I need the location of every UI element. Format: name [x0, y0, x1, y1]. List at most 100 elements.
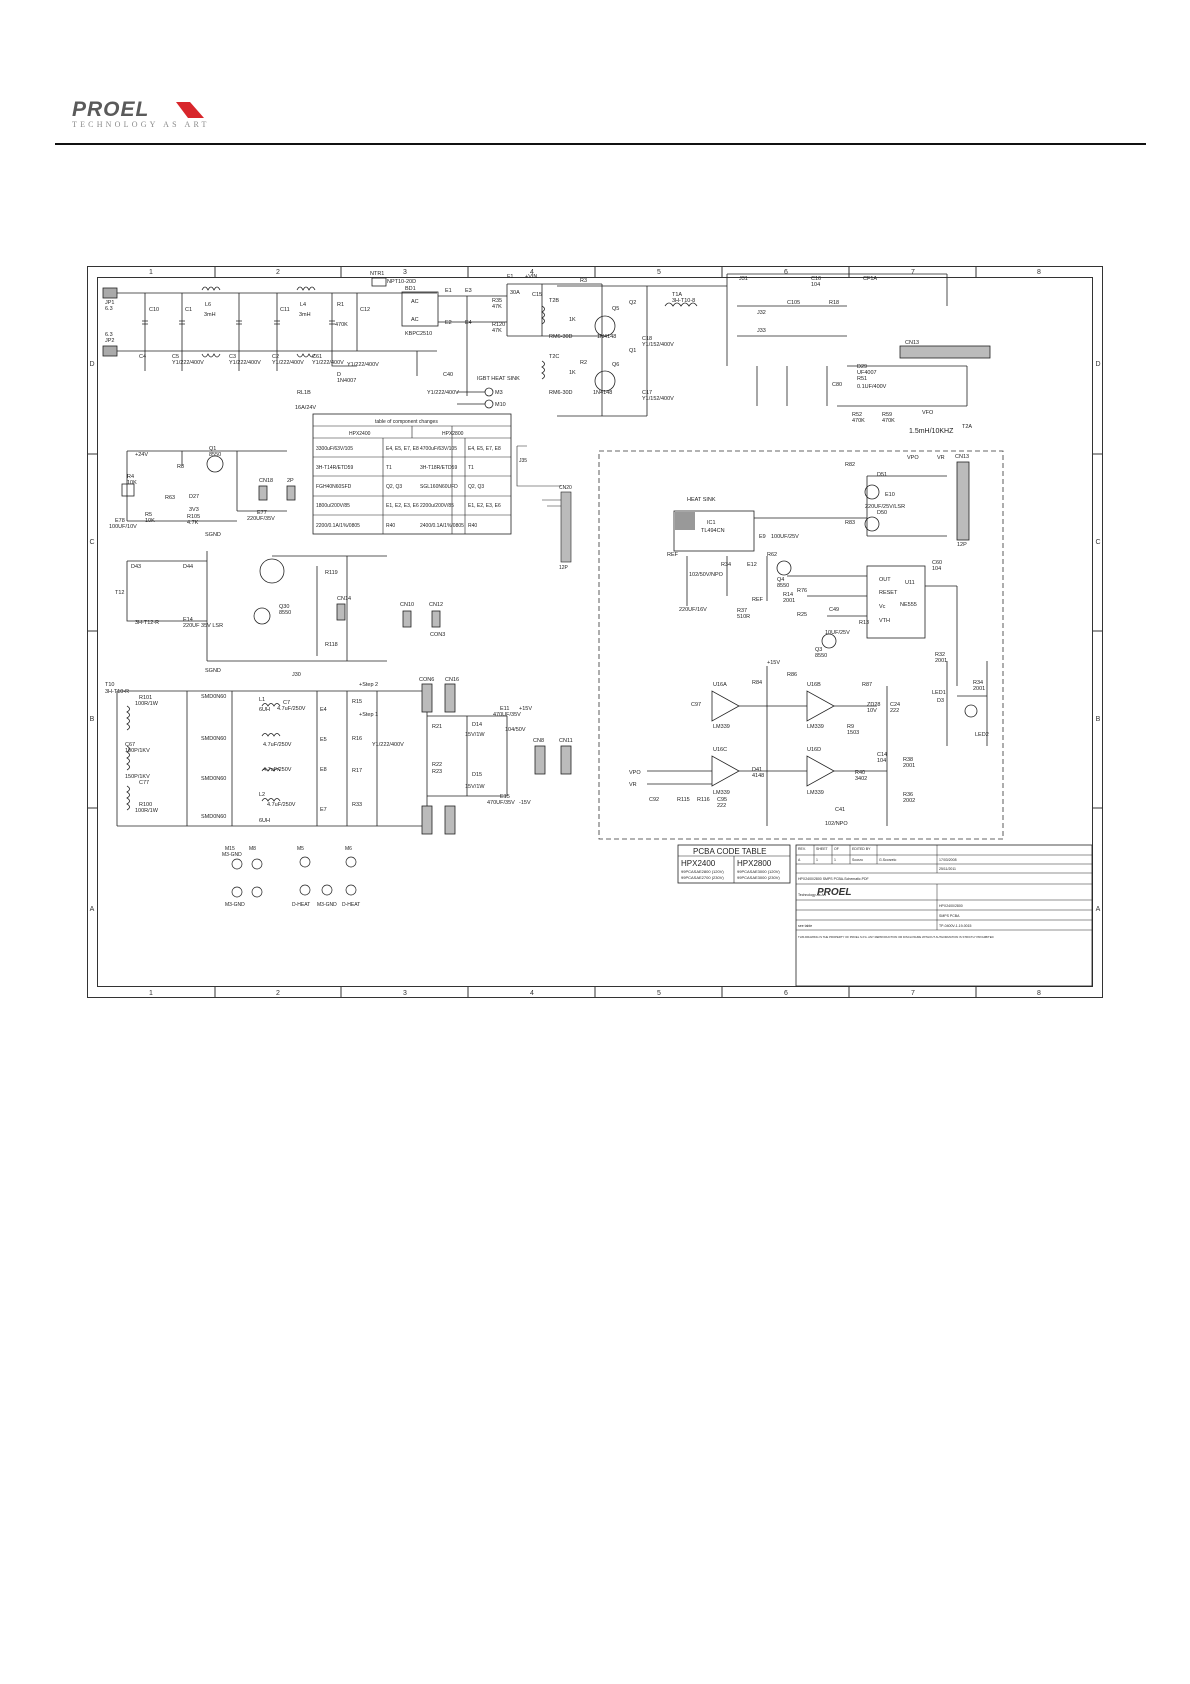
c41-label: C41	[835, 807, 845, 813]
t10-value: 3H-T10-R	[105, 689, 129, 695]
r120-value: 47K	[492, 328, 502, 334]
e12-value: 220UF/16V	[679, 607, 707, 613]
r34b-label: R34	[973, 680, 983, 686]
title-rev-header: OF	[834, 847, 839, 851]
jp1-connector	[102, 287, 118, 299]
d29-label: D29	[857, 364, 867, 370]
cn11-label: CN11	[559, 738, 573, 744]
r9-label: R9	[847, 724, 854, 730]
r9-value: 1503	[847, 730, 859, 736]
vfo-label: VFO	[922, 410, 934, 416]
t10-label: T10	[105, 682, 114, 688]
title-brand-tag: Technology As Art	[798, 893, 826, 897]
j30-label: J30	[292, 672, 301, 678]
cn13-pins: 12P	[957, 542, 967, 548]
row-label: A	[1096, 906, 1101, 913]
c61-value: Y1/222/400V	[312, 360, 344, 366]
d15-value: 15V/1W	[465, 784, 485, 790]
table-header: HPX2800	[442, 431, 464, 437]
pcba-model: HPX2800	[737, 859, 772, 868]
c9-value: 4.7uF/250V	[267, 802, 296, 808]
cn16-label: CN16	[445, 677, 459, 683]
col-label: 3	[403, 269, 407, 276]
rl1b-label: RL1B	[297, 390, 311, 396]
r17-label: R17	[352, 768, 362, 774]
c16-label: C16	[811, 276, 821, 282]
cn10-label: CN10	[400, 602, 414, 608]
dheat-label: D-HEAT	[342, 902, 360, 908]
table-cell: 2200u/200V/85	[420, 503, 454, 509]
header-rule	[55, 143, 1146, 145]
r105-value: 4.7K	[187, 520, 199, 526]
q2-label: Q2	[629, 300, 636, 306]
c19-value: Y1/222/400V	[372, 742, 404, 748]
r37-value: 510R	[737, 614, 750, 620]
e10-value: 220UF/25V/LSR	[865, 504, 905, 510]
standby-control-circuit	[121, 450, 441, 662]
u16a-comparator	[711, 690, 740, 722]
bd1-label: BD1	[405, 286, 416, 292]
smd-label: SMD0N60	[201, 814, 226, 820]
cn14-label: CN14	[337, 596, 351, 602]
c61-label: C61	[312, 354, 322, 360]
table-cell: E4, E5, E7, E8	[468, 446, 501, 452]
table-cell: E1, E2, E3, E6	[386, 503, 419, 509]
jp2-label: JP2	[105, 338, 114, 344]
cn8-label: CN8	[533, 738, 544, 744]
title-file-name: HPX2400/2800 SMPS PCBA-Schematic.PDF	[798, 877, 869, 881]
c7-value: 4.7uF/250V	[277, 706, 306, 712]
title-rev-value: 1	[834, 858, 836, 862]
row-label: D	[1095, 361, 1100, 368]
heatsink-label: HEAT SINK	[687, 497, 716, 503]
c3-label: C3	[229, 354, 236, 360]
c14-value: 104	[877, 758, 886, 764]
c80-value: 0.1UF/400V	[857, 384, 887, 390]
c105-label: C105	[787, 300, 800, 306]
u11-ne555	[866, 565, 926, 639]
c49-label: C49	[829, 607, 839, 613]
pcba-code: 99PCASAE2700 (230V)	[681, 875, 724, 880]
c18-label: C18	[642, 336, 652, 342]
col-label: 4	[530, 990, 534, 997]
u11-pin: VTH	[879, 618, 890, 624]
pcba-code: 99PCASAE2800 (120V)	[681, 869, 724, 874]
logo-wordmark: PROEL	[72, 98, 150, 121]
m6-label: M6	[345, 846, 352, 852]
t12-value: 3H-T12-R	[135, 620, 159, 626]
d14-label: D14	[472, 722, 482, 728]
pcba-table-title: PCBA CODE TABLE	[693, 847, 767, 856]
table-cell: T1	[386, 465, 392, 471]
u16c-label: U16C	[713, 747, 727, 753]
table-cell: E4, E5, E7, E8	[386, 446, 419, 452]
bd1-value: KBPC2510	[405, 331, 432, 337]
c5-label: C5	[172, 354, 179, 360]
d-value: 1N4007	[337, 378, 356, 384]
r38-label: R38	[903, 757, 913, 763]
col-label: 1	[149, 269, 153, 276]
d29-value: UF4007	[857, 370, 877, 376]
col-label: 6	[784, 990, 788, 997]
title-rev-value: Scorzo	[852, 858, 863, 862]
m3-label: M3	[495, 390, 503, 396]
r1-value: 470K	[335, 322, 348, 328]
pwm-controller-circuit	[647, 461, 988, 826]
r2-label: R2	[580, 360, 587, 366]
zd28-value: 10V	[867, 708, 877, 714]
t1a-value: 3H-T10-8	[672, 298, 695, 304]
q30-label: Q30	[279, 604, 289, 610]
con-2p-label: 2P	[287, 478, 294, 484]
row-label: B	[90, 716, 95, 723]
lm339-label: LM339	[807, 724, 824, 730]
title-footer: THIS DRAWING IS THE PROPERTY OF PROEL S.…	[798, 935, 994, 939]
e11-value: 470UF/35V	[493, 712, 521, 718]
q3-label: Q3	[815, 647, 822, 653]
smd-label: SMD0N60	[201, 736, 226, 742]
e1-label: E1	[445, 288, 452, 294]
con-3p-label: CON3	[430, 632, 445, 638]
d15-label: D15	[472, 772, 482, 778]
r118-label: R118	[325, 642, 338, 648]
d41-value: 4148	[752, 773, 764, 779]
sgnd-label: SGND	[205, 668, 221, 674]
pcba-code-table: PCBA CODE TABLE HPX2400 99PCASAE2800 (12…	[677, 844, 791, 884]
row-label: D	[89, 361, 94, 368]
